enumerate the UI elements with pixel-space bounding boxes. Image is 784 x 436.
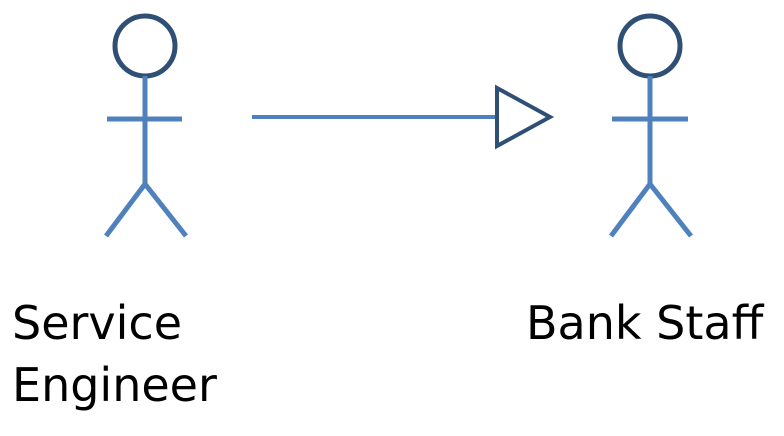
actor-label-line: Bank Staff — [526, 296, 764, 350]
actor-left-leg — [609, 182, 652, 238]
actor-label-service-engineer: Service Engineer — [12, 292, 217, 416]
actor-head — [112, 13, 178, 79]
actor-label-bank-staff: Bank Staff — [526, 292, 763, 354]
actor-right-leg — [143, 182, 188, 238]
actor-head — [617, 13, 683, 79]
actor-bank-staff-figure[interactable] — [609, 13, 693, 238]
actor-right-leg — [648, 182, 693, 238]
actor-label-line: Service — [12, 296, 183, 350]
actor-label-line: Engineer — [12, 358, 217, 412]
actor-service-engineer-figure[interactable] — [104, 13, 188, 238]
generalization-arrow[interactable] — [252, 84, 555, 150]
hollow-triangle-arrowhead — [495, 84, 555, 150]
actor-left-leg — [104, 182, 147, 238]
